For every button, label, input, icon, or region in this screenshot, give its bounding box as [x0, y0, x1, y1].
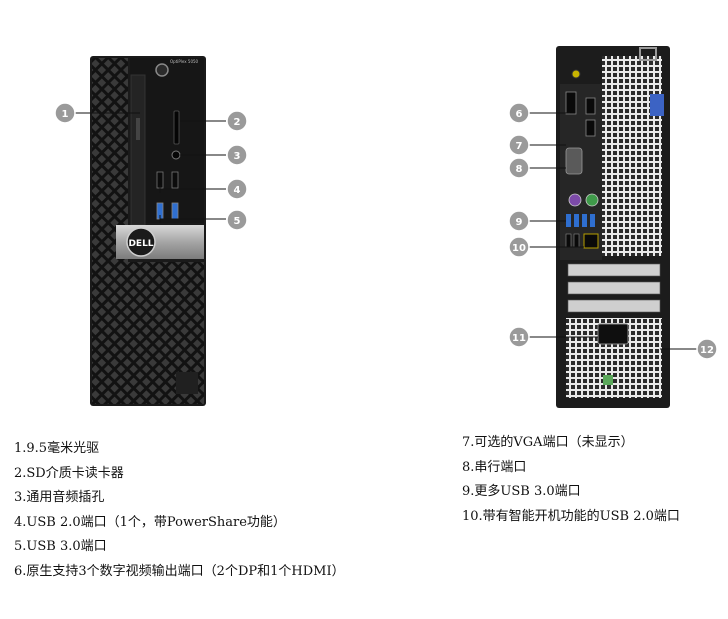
legend-item-4: 4.USB 2.0端口（1个，带PowerShare功能） — [14, 514, 286, 530]
usb2-port-front-2 — [171, 171, 179, 189]
svg-text:5: 5 — [234, 216, 241, 227]
svg-text:4: 4 — [234, 185, 241, 196]
front-foot-badge — [176, 372, 198, 394]
power-button — [155, 63, 169, 77]
svg-text:8: 8 — [516, 164, 523, 175]
svg-text:3: 3 — [234, 151, 241, 162]
legend-item-5: 5.USB 3.0端口 — [14, 539, 107, 554]
front-leader-lines — [74, 112, 226, 223]
ps2-keyboard-port — [568, 193, 582, 207]
usb3-port-front-2 — [171, 202, 179, 220]
callout-9: 9 — [508, 210, 530, 232]
serial-port — [565, 147, 583, 175]
usb2-port-rear-2 — [573, 233, 580, 248]
svg-text:10: 10 — [512, 243, 526, 254]
usb3-port-rear-4 — [590, 214, 595, 227]
ps2-mouse-port — [585, 193, 599, 207]
ethernet-port — [583, 233, 599, 249]
rear-tower — [529, 46, 697, 408]
svg-text:7: 7 — [516, 141, 523, 152]
callout-5: 5 — [226, 209, 248, 231]
dell-logo-text: DELL — [128, 239, 153, 249]
power-connector — [597, 323, 629, 345]
callout-10: 10 — [508, 236, 530, 258]
legend-item-3: 3.通用音频插孔 — [14, 490, 105, 505]
usb3-port-rear-3 — [582, 214, 587, 227]
rear-leader-lines — [529, 112, 697, 350]
rear-vent-grill — [602, 56, 662, 256]
legend-item-10: 10.带有智能开机功能的USB 2.0端口 — [462, 508, 680, 524]
dell-logo — [126, 227, 156, 257]
callout-12: 12 — [696, 338, 718, 360]
callout-6: 6 — [508, 102, 530, 124]
callout-3: 3 — [226, 144, 248, 166]
front-tower: OptiPlex 5050 DELL — [74, 56, 226, 406]
audio-jack — [171, 150, 181, 160]
svg-text:12: 12 — [700, 345, 714, 356]
sd-card-slot — [173, 110, 180, 145]
handle-blue — [650, 94, 664, 116]
svg-text:9: 9 — [516, 217, 523, 228]
legend-item-1: 1.9.5毫米光驱 — [14, 441, 100, 456]
callout-7: 7 — [508, 134, 530, 156]
expansion-slot-3 — [567, 299, 661, 313]
legend-item-8: 8.串行端口 — [462, 459, 527, 475]
callout-8: 8 — [508, 157, 530, 179]
optical-drive-eject — [136, 118, 140, 140]
callout-4: 4 — [226, 178, 248, 200]
audio-line-out — [571, 69, 581, 79]
legend-item-2: 2.SD介质卡读卡器 — [14, 465, 124, 481]
displayport-2 — [585, 119, 596, 137]
model-label: OptiPlex 5050 — [170, 59, 199, 64]
expansion-slot-1 — [567, 263, 661, 277]
callout-2: 2 — [226, 110, 248, 132]
psu-led — [603, 375, 613, 385]
hdmi-port — [565, 91, 577, 115]
callout-11: 11 — [508, 326, 530, 348]
svg-text:11: 11 — [512, 333, 526, 344]
legend-left: 1.9.5毫米光驱 2.SD介质卡读卡器 3.通用音频插孔 4.USB 2.0端… — [14, 437, 345, 584]
optical-drive-bay — [130, 74, 146, 226]
legend-item-7: 7.可选的VGA端口（未显示） — [462, 435, 634, 450]
legend-item-6: 6.原生支持3个数字视频输出端口（2个DP和1个HDMI） — [14, 563, 345, 579]
padlock-loop — [639, 47, 657, 61]
legend-right: 7.可选的VGA端口（未显示） 8.串行端口 9.更多USB 3.0端口 10.… — [462, 431, 680, 529]
svg-text:2: 2 — [234, 117, 241, 128]
expansion-slot-2 — [567, 281, 661, 295]
usb3-port-rear-1 — [566, 214, 571, 227]
legend-item-9: 9.更多USB 3.0端口 — [462, 484, 581, 499]
usb2-port-rear-1 — [565, 233, 572, 248]
usb3-port-rear-2 — [574, 214, 579, 227]
callout-1: 1 — [54, 102, 76, 124]
svg-text:1: 1 — [62, 109, 69, 120]
svg-text:6: 6 — [516, 109, 523, 120]
displayport-1 — [585, 97, 596, 115]
